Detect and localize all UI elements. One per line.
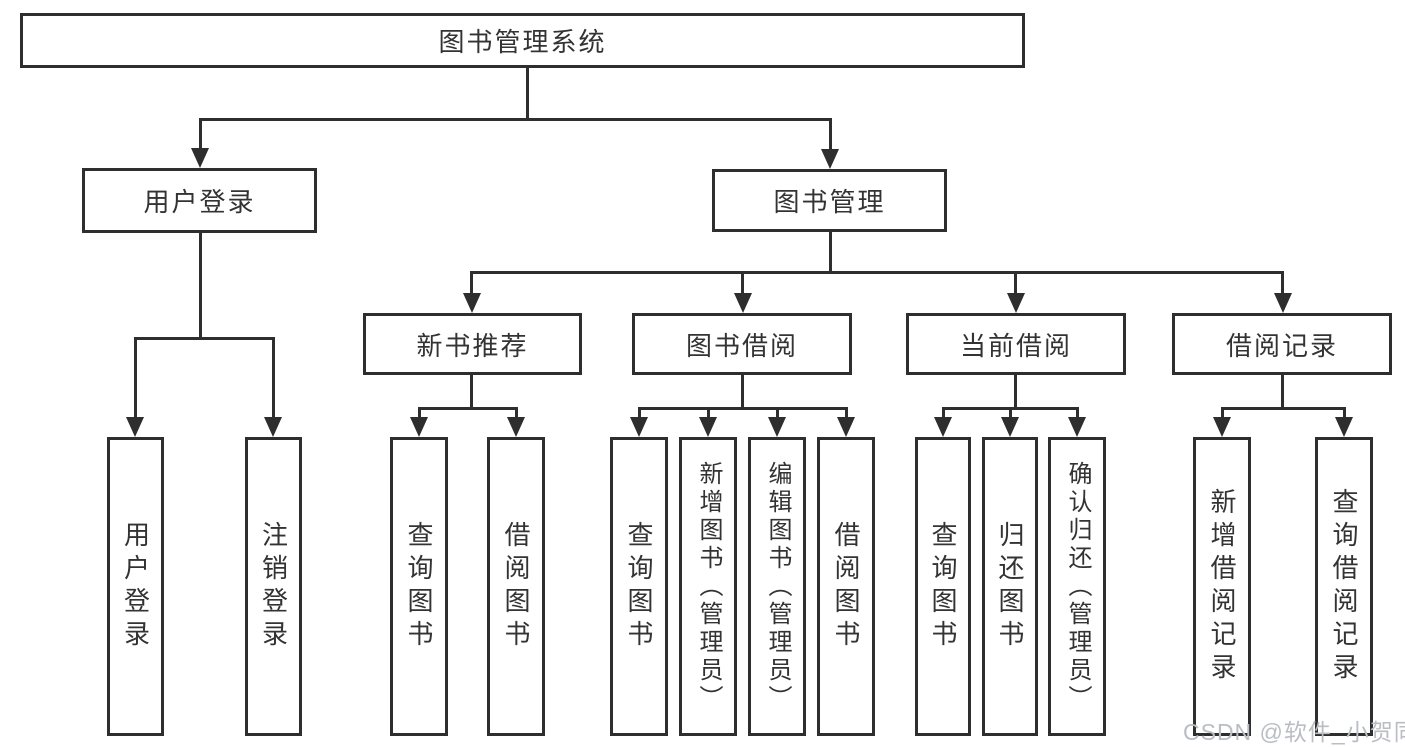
node-user-login: 用户登录 [82, 168, 317, 233]
arrow-head-icon [191, 148, 209, 168]
node-label: 用户登录 [143, 187, 256, 217]
connector-line [470, 375, 473, 409]
leaf-label: 查询借阅记录 [1329, 487, 1359, 686]
leaf-label: 查询图书 [624, 520, 654, 653]
leaf-label: 查询图书 [928, 520, 958, 653]
connector-line [942, 407, 945, 421]
connector-line [134, 337, 137, 419]
connector-line [418, 407, 518, 410]
arrow-head-icon [264, 417, 282, 437]
connector-line [1281, 271, 1284, 297]
leaf-borrow-books-recommend: 借阅图书 [487, 437, 545, 736]
node-label: 借阅记录 [1225, 330, 1338, 361]
arrow-head-icon [1007, 293, 1025, 313]
leaf-borrow-books: 借阅图书 [817, 437, 875, 736]
leaf-logout: 注销登录 [245, 437, 302, 736]
connector-line [272, 337, 275, 419]
connector-line [199, 118, 832, 121]
connector-line [829, 232, 832, 274]
connector-line [1221, 407, 1346, 410]
leaf-label: 注销登录 [258, 520, 289, 653]
leaf-label: 借阅图书 [831, 520, 861, 653]
arrow-head-icon [126, 417, 144, 437]
leaf-label: 编辑图书（管理员） [764, 460, 791, 713]
leaf-edit-books-admin: 编辑图书（管理员） [748, 437, 806, 736]
leaf-confirm-return-admin: 确认归还（管理员） [1048, 437, 1106, 736]
leaf-label: 借阅图书 [501, 520, 531, 653]
leaf-query-borrow-record: 查询借阅记录 [1315, 437, 1373, 736]
connector-line [638, 407, 848, 410]
arrow-head-icon [463, 293, 481, 313]
connector-line [1014, 271, 1017, 297]
arrow-head-icon [699, 417, 717, 437]
leaf-query-books-borrow: 查询图书 [610, 437, 668, 736]
node-book-borrow: 图书借阅 [632, 313, 852, 375]
leaf-add-borrow-record: 新增借阅记录 [1193, 437, 1251, 736]
leaf-user-login: 用户登录 [107, 437, 164, 736]
arrow-head-icon [1274, 293, 1292, 313]
arrow-head-icon [1335, 417, 1353, 437]
connector-line [515, 407, 518, 421]
arrow-head-icon [934, 417, 952, 437]
node-book-management: 图书管理 [712, 169, 947, 232]
connector-line [470, 271, 473, 297]
node-label: 图书管理 [773, 187, 886, 217]
node-label: 当前借阅 [959, 330, 1072, 361]
arrow-head-icon [1213, 417, 1231, 437]
connector-line [829, 118, 832, 153]
leaf-label: 查询图书 [404, 520, 434, 653]
arrow-head-icon [630, 417, 648, 437]
leaf-label: 新增借阅记录 [1207, 487, 1237, 686]
connector-line [741, 375, 744, 409]
node-label: 新书推荐 [416, 330, 529, 361]
arrow-head-icon [507, 417, 525, 437]
arrow-head-icon [410, 417, 428, 437]
leaf-query-books-recommend: 查询图书 [390, 437, 448, 736]
leaf-label: 确认归还（管理员） [1064, 460, 1091, 713]
arrow-head-icon [734, 293, 752, 313]
connector-line [741, 271, 744, 297]
arrow-head-icon [1001, 417, 1019, 437]
arrow-head-icon [768, 417, 786, 437]
leaf-label: 新增图书（管理员） [695, 460, 722, 713]
leaf-label: 归还图书 [995, 520, 1025, 653]
node-label: 图书管理系统 [438, 27, 607, 57]
connector-line [134, 337, 275, 340]
connector-line [418, 407, 421, 421]
connector-line [1014, 375, 1017, 409]
connector-line [1009, 407, 1012, 421]
connector-line [776, 407, 779, 421]
leaf-query-books-current: 查询图书 [915, 437, 971, 736]
connector-line [1281, 375, 1284, 409]
connector-line [638, 407, 641, 421]
connector-line [707, 407, 710, 421]
arrow-head-icon [1068, 417, 1086, 437]
connector-line [526, 68, 529, 121]
node-current-borrow: 当前借阅 [906, 313, 1126, 375]
node-borrow-record: 借阅记录 [1172, 313, 1392, 375]
connector-line [845, 407, 848, 421]
node-new-book-recommend: 新书推荐 [363, 313, 582, 375]
connector-line [1076, 407, 1079, 421]
arrow-head-icon [837, 417, 855, 437]
node-label: 图书借阅 [685, 330, 798, 361]
connector-line [1221, 407, 1224, 421]
leaf-add-books-admin: 新增图书（管理员） [679, 437, 737, 736]
leaf-return-books: 归还图书 [982, 437, 1038, 736]
csdn-watermark: CSDN @软件_小贺同学 [1183, 719, 1405, 745]
leaf-label: 用户登录 [120, 520, 151, 653]
node-root-system: 图书管理系统 [20, 13, 1025, 68]
connector-line [1343, 407, 1346, 421]
arrow-head-icon [821, 149, 839, 169]
connector-line [199, 118, 202, 152]
connector-line [199, 233, 202, 340]
connector-line [470, 271, 1284, 274]
